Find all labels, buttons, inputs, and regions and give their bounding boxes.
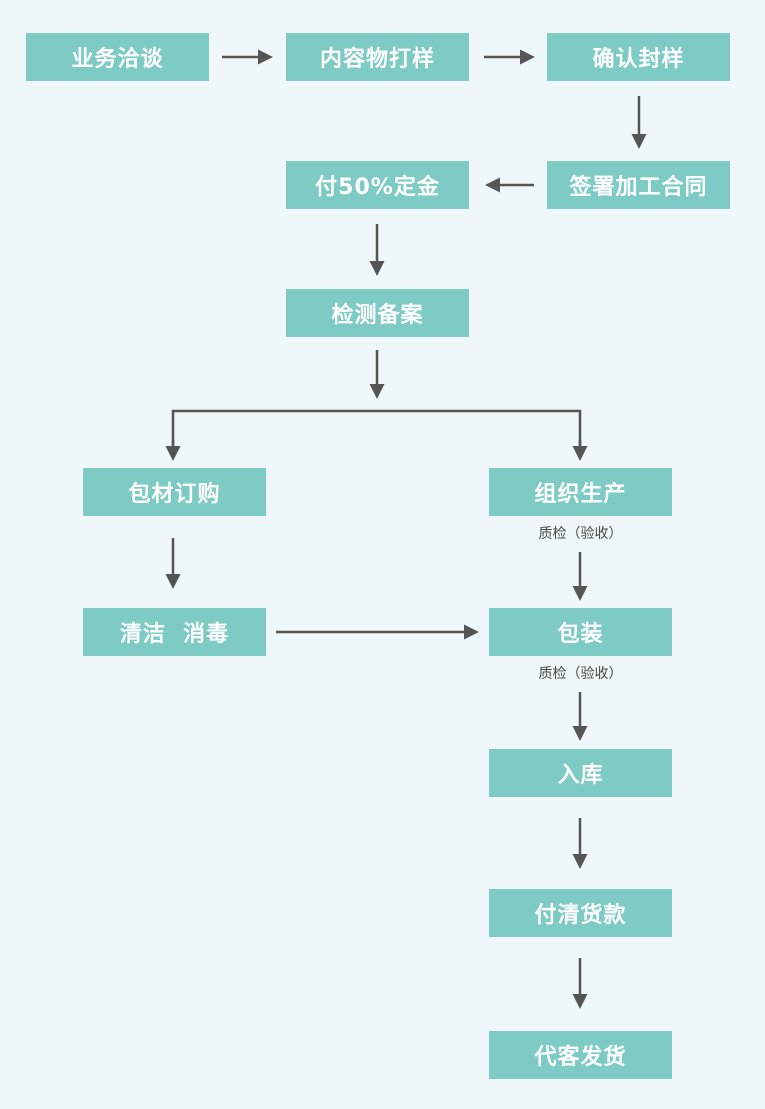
step-ship-for-client: 代客发货 [489,1031,672,1079]
step-pay-balance: 付清货款 [489,889,672,937]
step-pay-deposit: 付50%定金 [286,161,469,209]
step-content-sampling: 内容物打样 [286,33,469,81]
step-sign-processing-contract: 签署加工合同 [547,161,730,209]
step-testing-filing: 检测备案 [286,289,469,337]
note-qc-packaging: 质检（验收） [538,666,623,682]
step-cleaning-disinfection: 清洁 消毒 [83,608,266,656]
step-confirm-sealed-sample: 确认封样 [547,33,730,81]
step-organize-production: 组织生产 [489,468,672,516]
note-qc-production: 质检（验收） [538,526,623,542]
step-packaging-material-purchase: 包材订购 [83,468,266,516]
step-business-negotiation: 业务洽谈 [26,33,209,81]
branch-connector [171,409,582,458]
step-warehousing: 入库 [489,749,672,797]
step-packaging: 包装 [489,608,672,656]
